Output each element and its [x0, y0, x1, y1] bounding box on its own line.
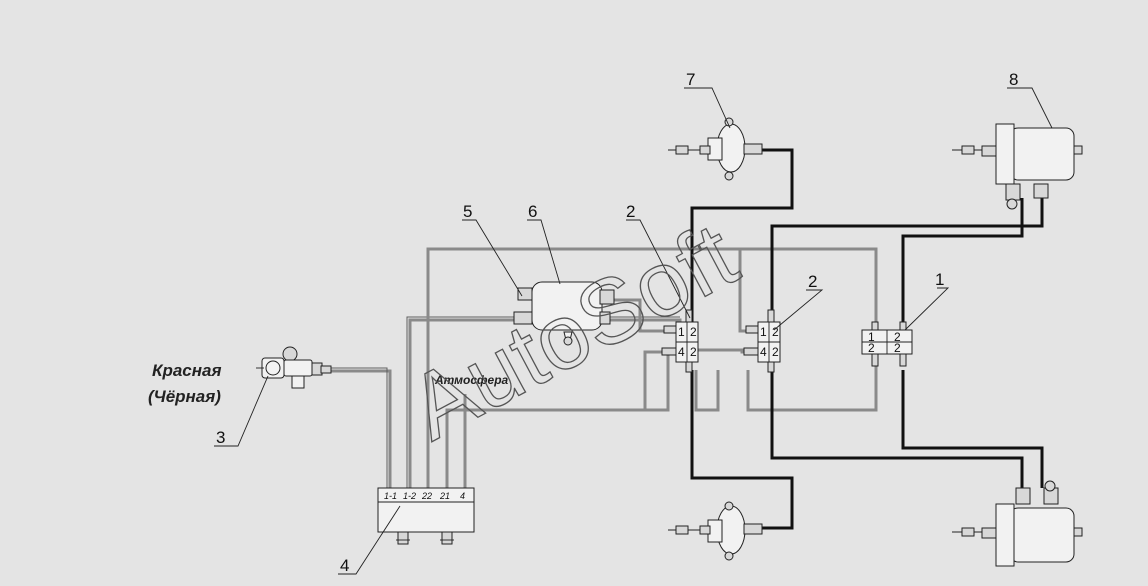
- atmosphere-label: Атмосфера: [434, 373, 509, 387]
- air-tank: [513, 281, 615, 346]
- port-label: 2: [894, 341, 901, 355]
- brake-chamber-top: [668, 117, 763, 181]
- control-lines: [330, 247, 878, 490]
- callout-2-left: 2: [626, 202, 635, 221]
- port-label: 2: [868, 341, 875, 355]
- coupling-color-alt-label: (Чёрная): [148, 387, 221, 406]
- relay-left-port-labels: 1 2 4 2: [678, 325, 697, 359]
- port-label: 1-1: [384, 491, 397, 501]
- callout-1: 1: [935, 270, 944, 289]
- callout-2-right: 2: [808, 272, 817, 291]
- block-port-labels: 1-1 1-2 22 21 4: [384, 491, 465, 501]
- coupling-color-label: Красная: [152, 361, 221, 380]
- watermark: AutoSoft: [393, 204, 752, 460]
- port-label: 4: [760, 345, 767, 359]
- callout-4: 4: [340, 556, 349, 575]
- spring-chamber-top: [952, 123, 1083, 210]
- port-label: 4: [460, 491, 465, 501]
- port-label: 1-2: [403, 491, 416, 501]
- port-label: 4: [678, 345, 685, 359]
- supply-lines: [690, 148, 1044, 530]
- callout-3: 3: [216, 428, 225, 447]
- callout-leaders: [214, 87, 1053, 575]
- callout-8: 8: [1009, 70, 1018, 89]
- port-label: 2: [772, 325, 779, 339]
- port-label: 2: [894, 330, 901, 344]
- relay-valve-right: [743, 309, 781, 373]
- valve1-port-labels: 1 2 2 2: [868, 330, 901, 355]
- relay-valve-left: [661, 309, 699, 373]
- port-label: 21: [439, 491, 450, 501]
- callout-7: 7: [686, 70, 695, 89]
- control-block: [377, 487, 475, 545]
- brake-chamber-bottom: [668, 501, 763, 561]
- callout-numbers: 1 2 2 3 4 5 6 7 8: [216, 70, 1018, 575]
- coupling-head: [256, 346, 332, 389]
- port-label: 2: [690, 345, 697, 359]
- port-label: 2: [690, 325, 697, 339]
- port-label: 2: [772, 345, 779, 359]
- spring-chamber-bottom: [952, 480, 1083, 567]
- callout-5: 5: [463, 202, 472, 221]
- relay-right-port-labels: 1 2 4 2: [760, 325, 779, 359]
- port-label: 22: [421, 491, 432, 501]
- port-label: 1: [678, 325, 685, 339]
- port-label: 1: [868, 330, 875, 344]
- distribution-valve: [861, 321, 913, 367]
- callout-6: 6: [528, 202, 537, 221]
- port-label: 1: [760, 325, 767, 339]
